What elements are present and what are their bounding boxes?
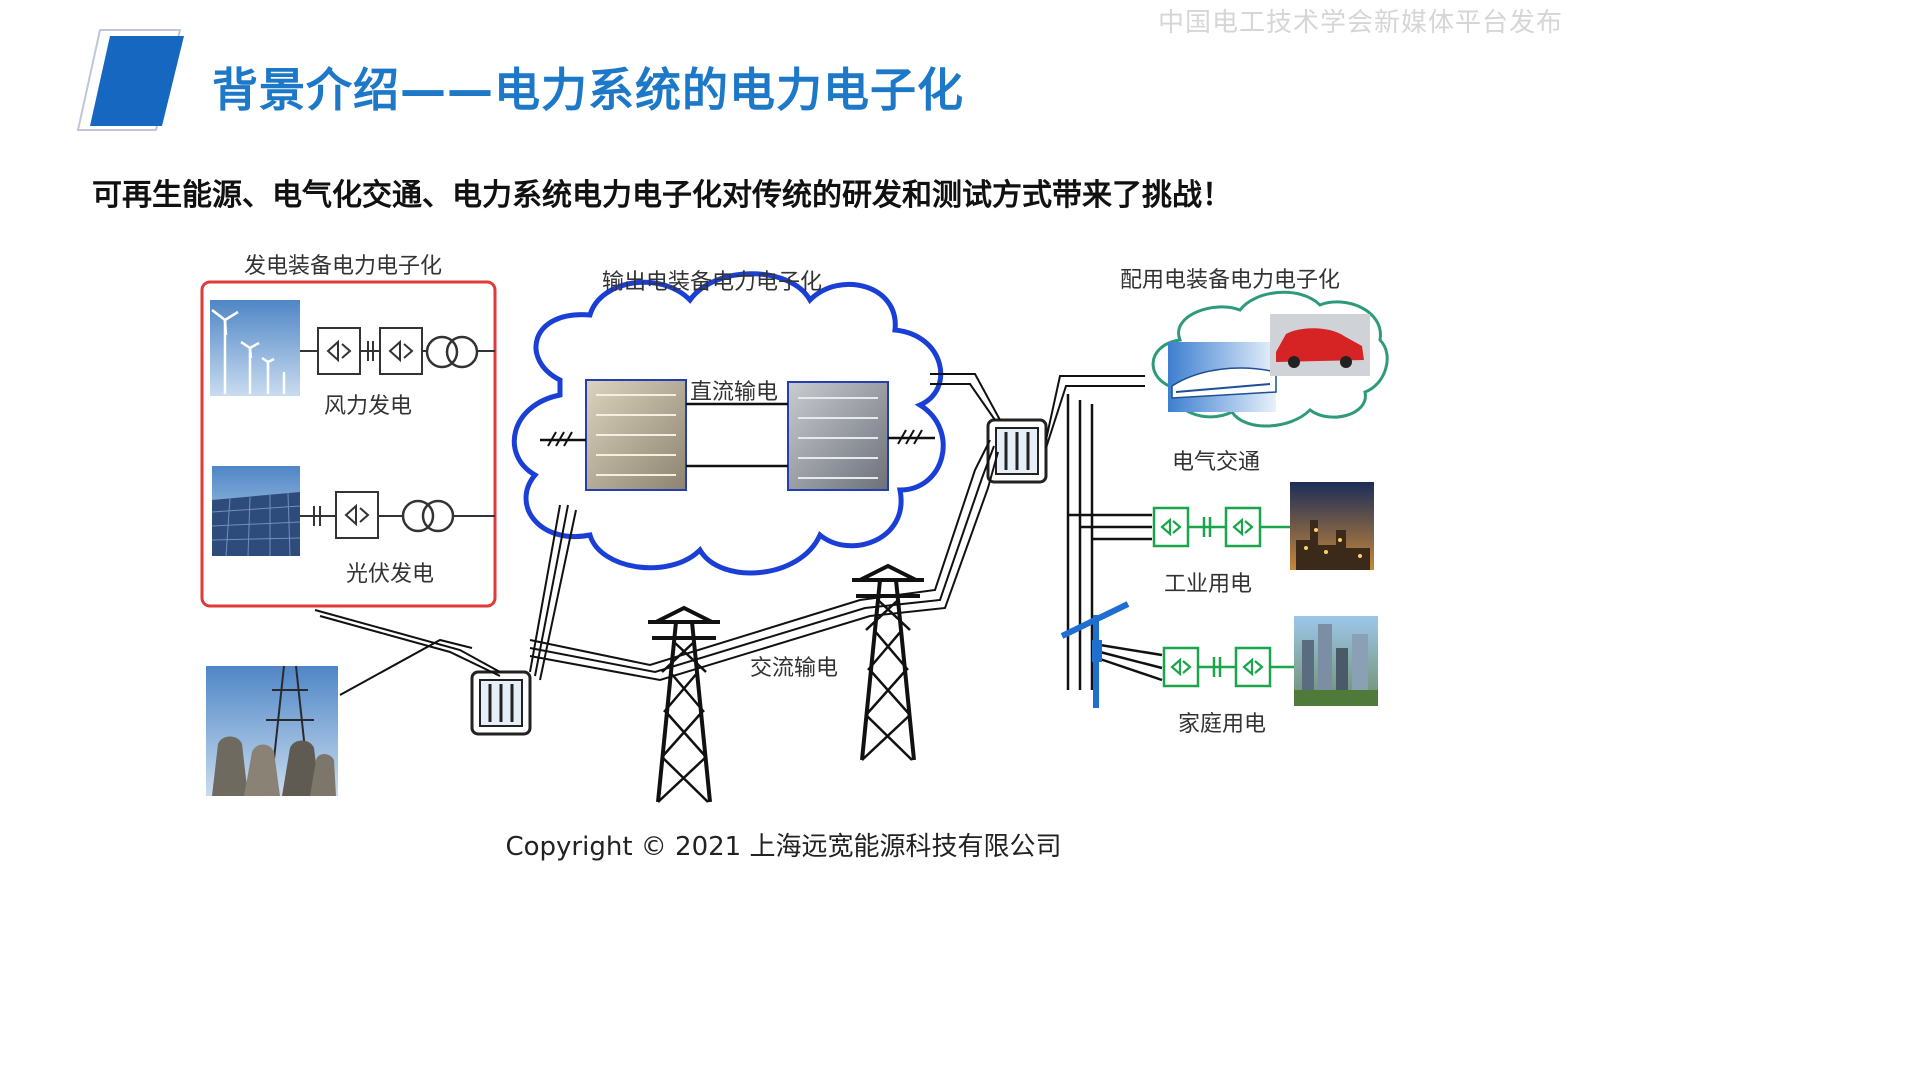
electric-car-photo (1270, 314, 1370, 376)
solar-panel-photo (211, 466, 301, 557)
generation-group-box (200, 280, 497, 608)
transmission-tower-icon (646, 606, 722, 804)
city-buildings-photo (1294, 616, 1378, 706)
wind-power-label: 风力发电 (324, 394, 413, 419)
transformer-left-icon (470, 670, 532, 736)
industry-converter-icon (1152, 506, 1290, 548)
industrial-plant-photo (1290, 482, 1374, 570)
transmission-group-label: 输出电装备电力电子化 (602, 270, 823, 295)
high-speed-train-photo (1168, 342, 1277, 412)
wind-turbine-photo (210, 300, 300, 396)
converter-valve-photo-right (787, 381, 889, 491)
distribution-pole-icon (1060, 601, 1130, 708)
page-title: 背景介绍——电力系统的电力电子化 (212, 63, 964, 117)
home-converter-icon (1162, 646, 1294, 688)
distribution-group-label: 配用电装备电力电子化 (1120, 268, 1341, 293)
power-plant-photo (206, 665, 338, 797)
converter-valve-photo-left (585, 379, 687, 491)
home-power-label: 家庭用电 (1178, 712, 1267, 737)
hvdc-cloud (511, 271, 946, 576)
power-system-diagram (200, 271, 1389, 804)
ev-traffic-label: 电气交通 (1172, 450, 1261, 475)
title-parallelogram-icon (76, 29, 184, 131)
transformer-right-icon (986, 418, 1048, 484)
pv-power-label: 光伏发电 (346, 562, 435, 587)
copyright-footer: Copyright © 2021 上海远宽能源科技有限公司 (505, 832, 1062, 862)
generation-group-label: 发电装备电力电子化 (244, 254, 443, 279)
transmission-tower-icon (850, 564, 926, 762)
hvdc-label: 直流输电 (690, 380, 779, 405)
publisher-watermark: 中国电工技术学会新媒体平台发布 (1157, 8, 1563, 38)
industry-power-label: 工业用电 (1164, 572, 1253, 597)
page-subtitle: 可再生能源、电气化交通、电力系统电力电子化对传统的研发和测试方式带来了挑战！ (92, 178, 1232, 213)
ac-transmission-label: 交流输电 (750, 656, 839, 681)
